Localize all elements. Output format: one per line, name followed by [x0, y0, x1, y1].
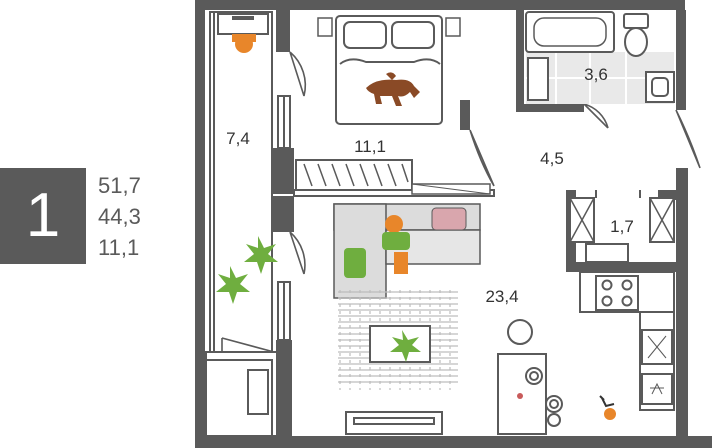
- kitchen-sink: [641, 329, 673, 365]
- washer: [527, 57, 549, 101]
- cat-icon: [599, 395, 616, 420]
- rooms-count: 1: [25, 181, 61, 250]
- wc-cabinets: [569, 190, 675, 263]
- stove: [595, 275, 639, 311]
- bathtub: [525, 11, 615, 53]
- rooms-count-badge: [0, 168, 86, 264]
- kitchen-counter: [579, 271, 675, 411]
- living-area: 44,3: [98, 204, 141, 229]
- fridge: [641, 373, 673, 405]
- dining-table: [497, 319, 563, 435]
- total-area: 51,7: [98, 173, 141, 198]
- dog-icon: [366, 72, 420, 106]
- table-plant: [390, 330, 421, 362]
- cup-icon: [517, 393, 523, 399]
- room-area-wc: 1,7: [610, 217, 634, 236]
- toilet: [623, 13, 649, 57]
- doors: [221, 51, 701, 353]
- room-area-hallway: 4,5: [540, 149, 564, 168]
- loggia-windows: [277, 95, 291, 341]
- room-area-bedroom: 11,1: [354, 137, 386, 156]
- sink: [645, 71, 675, 103]
- room-area-bathroom: 3,6: [584, 65, 608, 84]
- person-icon: [382, 215, 410, 274]
- bed: [317, 15, 461, 125]
- loggia-plant-2: [216, 266, 250, 304]
- loggia-chair: [205, 359, 273, 437]
- room-area-kitchen-living: 23,4: [485, 287, 518, 306]
- walls: [195, 0, 712, 448]
- wardrobe: [295, 159, 491, 195]
- kitchen-area: 11,1: [98, 235, 140, 260]
- area-stats: 51,7 44,3 11,1: [98, 170, 141, 263]
- loggia-plant-1: [244, 236, 278, 274]
- room-area-loggia: 7,4: [226, 129, 250, 148]
- tv-stand: [345, 411, 443, 435]
- sofa: [333, 203, 481, 299]
- loggia-desk: [217, 13, 269, 53]
